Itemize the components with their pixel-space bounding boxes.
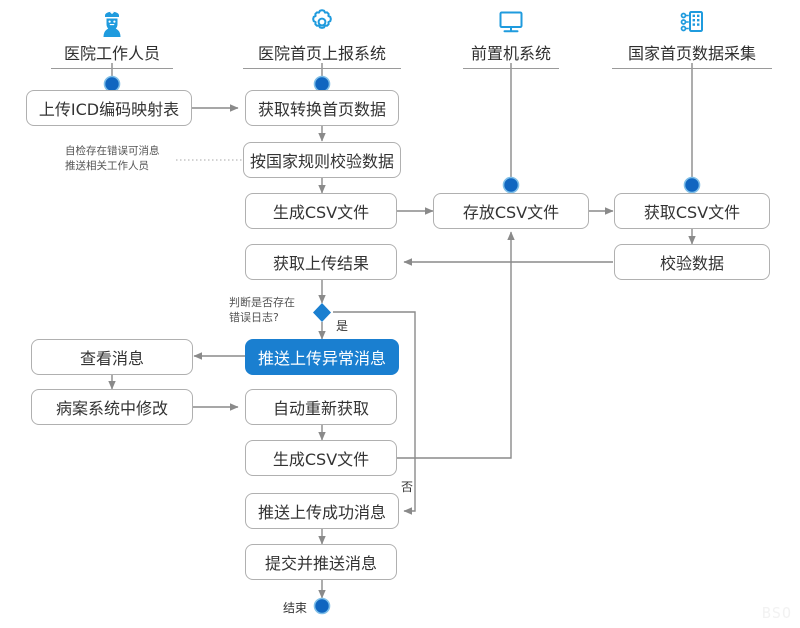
node-label: 病案系统中修改 (55, 399, 168, 418)
node-fetch-convert-data[interactable]: 获取转换首页数据 (245, 90, 399, 126)
start-dots (103, 75, 701, 615)
start-dot-front-end (502, 176, 520, 194)
lane-title-hospital-staff: 医院工作人员 (22, 40, 202, 68)
node-label: 获取转换首页数据 (257, 100, 386, 119)
node-label: 生成CSV文件 (272, 450, 370, 469)
monitor-icon (421, 4, 601, 40)
lane-title-text: 医院工作人员 (63, 44, 160, 63)
node-label: 生成CSV文件 (272, 203, 370, 222)
lane-title-text: 国家首页数据采集 (627, 44, 756, 63)
lane-title-text: 前置机系统 (470, 44, 551, 63)
lane-header-national: 国家首页数据采集 (602, 4, 782, 69)
edge-label-yes: 是 (336, 319, 349, 333)
node-push-success-message[interactable]: 推送上传成功消息 (245, 493, 399, 529)
node-view-message[interactable]: 查看消息 (31, 339, 193, 375)
note-decision-line1: 判断是否存在 (229, 296, 295, 309)
lane-title-report-system: 医院首页上报系统 (232, 40, 412, 68)
lane-rule (463, 68, 559, 69)
lane-title-national: 国家首页数据采集 (602, 40, 782, 68)
node-generate-csv-2[interactable]: 生成CSV文件 (245, 440, 397, 476)
node-generate-csv-1[interactable]: 生成CSV文件 (245, 193, 397, 229)
decision-diamond (313, 303, 331, 322)
edge-label-no: 否 (401, 480, 414, 494)
node-label: 提交并推送消息 (264, 554, 377, 573)
lane-header-front-end: 前置机系统 (421, 4, 601, 69)
lane-rule (612, 68, 772, 69)
node-label: 推送上传成功消息 (257, 503, 386, 522)
start-dot-national (683, 176, 701, 194)
node-fix-in-record-system[interactable]: 病案系统中修改 (31, 389, 193, 425)
note-self-check-line2: 推送相关工作人员 (65, 160, 149, 172)
note-self-check: 自检存在错误可消息 推送相关工作人员 (65, 144, 160, 174)
node-submit-and-push[interactable]: 提交并推送消息 (245, 544, 397, 580)
node-label: 校验数据 (659, 254, 724, 273)
end-dot (313, 597, 331, 615)
end-label: 结束 (283, 601, 308, 615)
watermark: BSO (761, 604, 792, 622)
lane-header-hospital-staff: 医院工作人员 (22, 4, 202, 69)
node-validate-data[interactable]: 校验数据 (614, 244, 770, 280)
server-rack-icon (602, 4, 782, 40)
lane-title-text: 医院首页上报系统 (257, 44, 386, 63)
node-auto-refetch[interactable]: 自动重新获取 (245, 389, 397, 425)
node-validate-by-rules[interactable]: 按国家规则校验数据 (243, 142, 401, 178)
node-fetch-csv[interactable]: 获取CSV文件 (614, 193, 770, 229)
lane-title-front-end: 前置机系统 (421, 40, 601, 68)
lane-rule (243, 68, 401, 69)
nurse-icon (22, 4, 202, 40)
note-decision: 判断是否存在 错误日志? (229, 295, 295, 325)
node-upload-icd-map[interactable]: 上传ICD编码映射表 (26, 90, 192, 126)
gear-icon (232, 4, 412, 40)
edge-csv2-to-store (397, 231, 515, 459)
node-label: 按国家规则校验数据 (249, 152, 394, 171)
node-label: 推送上传异常消息 (257, 349, 386, 368)
node-label: 自动重新获取 (272, 399, 369, 418)
lane-header-report-system: 医院首页上报系统 (232, 4, 412, 69)
node-label: 获取上传结果 (272, 254, 369, 273)
node-store-csv[interactable]: 存放CSV文件 (433, 193, 589, 229)
node-label: 获取CSV文件 (643, 203, 741, 222)
lane-rule (51, 68, 173, 69)
node-label: 查看消息 (79, 349, 144, 368)
node-push-error-message[interactable]: 推送上传异常消息 (245, 339, 399, 375)
note-self-check-line1: 自检存在错误可消息 (65, 145, 160, 157)
node-label: 存放CSV文件 (462, 203, 560, 222)
note-decision-line2: 错误日志? (229, 311, 279, 324)
node-get-upload-result[interactable]: 获取上传结果 (245, 244, 397, 280)
node-label: 上传ICD编码映射表 (38, 100, 180, 119)
